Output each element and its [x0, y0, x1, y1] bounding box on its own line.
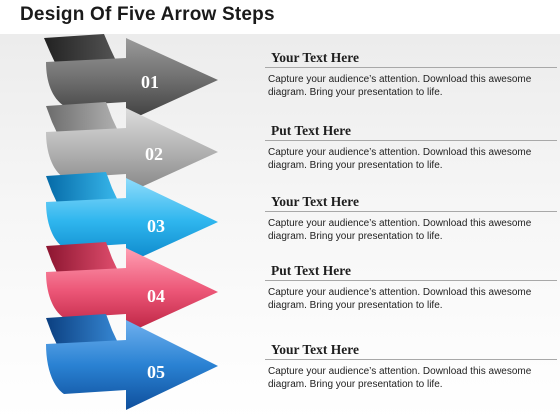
arrow-step-01: 01	[44, 34, 218, 122]
step-text-04: Put Text Here Capture your audience’s at…	[265, 262, 557, 312]
step-body-01: Capture your audience’s attention. Downl…	[268, 74, 532, 98]
arrow-step-04: 04	[46, 242, 218, 334]
step-text-03: Your Text Here Capture your audience’s a…	[265, 193, 557, 243]
step-heading-05: Your Text Here	[265, 341, 557, 360]
arrow-body-05	[46, 320, 218, 410]
step-number-03: 03	[147, 216, 165, 236]
step-heading-03: Your Text Here	[265, 193, 557, 212]
arrow-body-01	[46, 38, 218, 122]
step-body-04: Capture your audience’s attention. Downl…	[268, 287, 532, 311]
step-heading-01: Your Text Here	[265, 49, 557, 68]
arrow-body-03	[46, 178, 218, 264]
arrow-body-02	[46, 108, 218, 194]
step-number-04: 04	[147, 286, 165, 306]
step-text-01: Your Text Here Capture your audience’s a…	[265, 49, 557, 99]
title-bar: Design Of Five Arrow Steps	[0, 0, 560, 34]
step-body-02: Capture your audience’s attention. Downl…	[268, 147, 532, 171]
step-heading-02: Put Text Here	[265, 122, 557, 141]
step-number-01: 01	[141, 72, 159, 92]
step-number-02: 02	[145, 144, 163, 164]
page-title: Design Of Five Arrow Steps	[20, 4, 275, 25]
step-body-03: Capture your audience’s attention. Downl…	[268, 218, 532, 242]
step-body-05: Capture your audience’s attention. Downl…	[268, 366, 532, 390]
step-text-02: Put Text Here Capture your audience’s at…	[265, 122, 557, 172]
step-number-05: 05	[147, 362, 165, 382]
arrow-step-03: 03	[46, 172, 218, 264]
step-text-05: Your Text Here Capture your audience’s a…	[265, 341, 557, 391]
arrow-body-04	[46, 248, 218, 334]
arrow-step-05: 05	[46, 314, 218, 410]
step-heading-04: Put Text Here	[265, 262, 557, 281]
arrow-step-02: 02	[46, 102, 218, 194]
